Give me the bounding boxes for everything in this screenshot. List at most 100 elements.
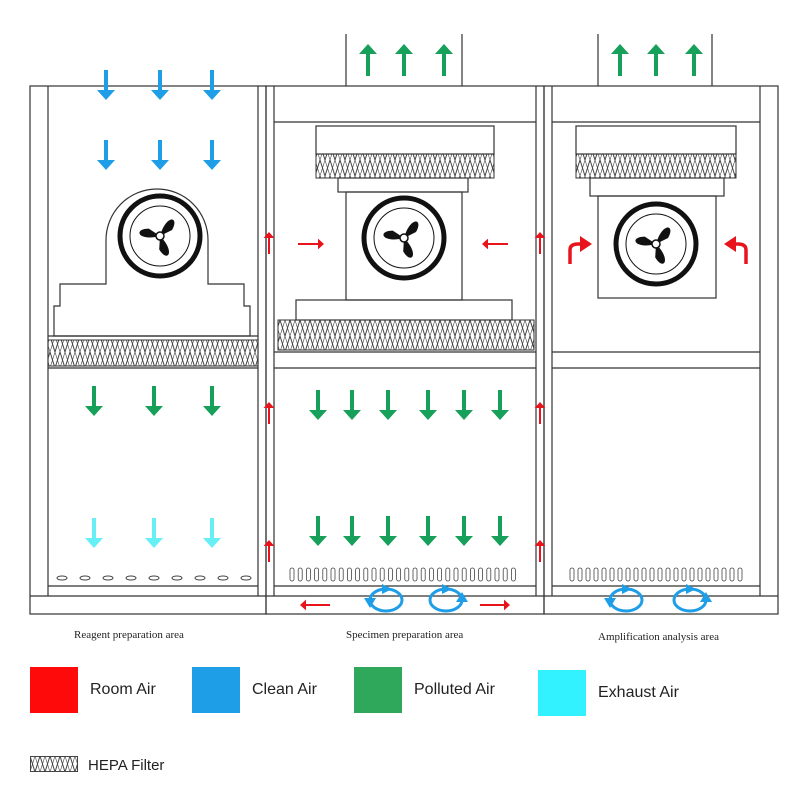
cabinet-reagent (29, 85, 267, 615)
arrow-icon (647, 44, 665, 76)
arrow-icon (568, 236, 592, 264)
area-label-specimen: Specimen preparation area (346, 629, 463, 641)
legend-swatch (30, 667, 78, 713)
return-slot (737, 567, 743, 582)
arrow-icon (455, 516, 473, 546)
legend-label: Exhaust Air (598, 684, 679, 701)
return-slot (625, 567, 631, 582)
arrow-icon (151, 140, 169, 170)
return-slot (322, 567, 328, 582)
return-slot (445, 567, 451, 582)
arrow-icon (263, 540, 275, 562)
fan-icon (361, 195, 447, 281)
arrow-icon (298, 238, 324, 250)
arrow-icon (379, 516, 397, 546)
arrow-icon (534, 402, 546, 424)
return-slot (665, 567, 671, 582)
return-slot (461, 567, 467, 582)
hepa-filter-icon (30, 756, 78, 772)
legend-swatch (192, 667, 240, 713)
arrow-icon (145, 386, 163, 416)
arrow-icon (455, 390, 473, 420)
fan-housing (53, 188, 251, 337)
return-slot (314, 567, 320, 582)
hepa-filter (315, 153, 495, 179)
return-slot (79, 575, 91, 581)
arrow-icon (151, 70, 169, 100)
return-slot (721, 567, 727, 582)
arrow-icon (685, 44, 703, 76)
arrow-icon (85, 386, 103, 416)
arrow-icon (145, 518, 163, 548)
return-slot (729, 567, 735, 582)
return-slot (609, 567, 615, 582)
hepa-filter (277, 319, 535, 351)
return-slot (404, 567, 410, 582)
arrow-icon (309, 390, 327, 420)
return-slot (338, 567, 344, 582)
return-slot (453, 567, 459, 582)
arrow-icon (419, 390, 437, 420)
arrow-icon (343, 516, 361, 546)
return-slot (412, 567, 418, 582)
return-slot (577, 567, 583, 582)
arrow-icon (491, 390, 509, 420)
arrow-icon (419, 516, 437, 546)
legend-label: Polluted Air (414, 681, 495, 698)
arrow-icon (97, 70, 115, 100)
return-slot (305, 567, 311, 582)
arrow-icon (482, 238, 508, 250)
legend-label: HEPA Filter (88, 757, 165, 774)
return-slot (371, 567, 377, 582)
return-slot (346, 567, 352, 582)
return-slot (649, 567, 655, 582)
return-slot (641, 567, 647, 582)
return-slot (363, 567, 369, 582)
return-slot (494, 567, 500, 582)
arrow-icon (611, 44, 629, 76)
return-slot (697, 567, 703, 582)
return-slot (330, 567, 336, 582)
arrow-icon (203, 70, 221, 100)
arrow-icon (97, 140, 115, 170)
arrow-icon (359, 44, 377, 76)
arrow-icon (203, 386, 221, 416)
arrow-icon (309, 516, 327, 546)
return-slot (125, 575, 137, 581)
return-slot (56, 575, 68, 581)
arrow-icon (203, 518, 221, 548)
return-slot (705, 567, 711, 582)
legend-label: Room Air (90, 681, 156, 698)
arrow-icon (534, 232, 546, 254)
arrow-icon (263, 402, 275, 424)
return-slot (593, 567, 599, 582)
return-slot (148, 575, 160, 581)
arrow-icon (480, 599, 510, 611)
return-slot (387, 567, 393, 582)
arrow-icon (263, 232, 275, 254)
return-slot (420, 567, 426, 582)
circulation-icon (604, 584, 644, 613)
arrow-icon (85, 518, 103, 548)
return-slot (240, 575, 252, 581)
hepa-filter (47, 339, 259, 367)
return-slot (689, 567, 695, 582)
return-slot (486, 567, 492, 582)
arrow-icon (203, 140, 221, 170)
exhaust-duct (597, 34, 713, 86)
legend-label: Clean Air (252, 681, 317, 698)
return-slot (681, 567, 687, 582)
return-slot (601, 567, 607, 582)
return-slot (379, 567, 385, 582)
return-slot (713, 567, 719, 582)
return-slot (297, 567, 303, 582)
legend-swatch (538, 670, 586, 716)
return-slot (171, 575, 183, 581)
return-slot (396, 567, 402, 582)
circulation-icon (364, 584, 404, 613)
arrow-icon (300, 599, 330, 611)
arrow-icon (379, 390, 397, 420)
circulation-icon (672, 584, 712, 613)
return-slot (217, 575, 229, 581)
